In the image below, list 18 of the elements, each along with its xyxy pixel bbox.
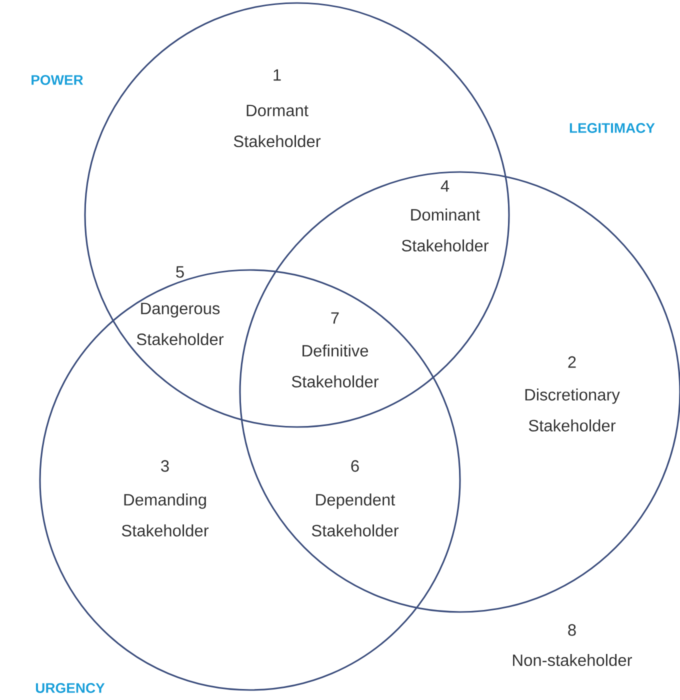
region-label: Dominant Stakeholder xyxy=(402,208,489,252)
region-number: 6 xyxy=(351,460,359,472)
circle-label: POWER xyxy=(32,75,84,85)
region-number: 3 xyxy=(161,460,169,472)
region-label: Demanding Stakeholder xyxy=(122,494,209,536)
region-label: Non-stakeholder xyxy=(513,654,632,666)
circle-label: LEGITIMACY xyxy=(570,123,655,133)
region-number: 4 xyxy=(440,180,450,192)
region-number: 1 xyxy=(274,69,281,81)
region-label: Discretionary Stakeholder xyxy=(525,388,620,432)
region-number: 5 xyxy=(176,266,184,278)
region-number: 2 xyxy=(568,356,576,368)
region-label: Dependent Stakeholder xyxy=(312,494,399,536)
region-number: 7 xyxy=(331,312,339,324)
region-label: Dangerous Stakeholder xyxy=(136,302,224,346)
region-label: Definitive Stakeholder xyxy=(292,344,379,388)
region-label: Dormant Stakeholder xyxy=(234,104,321,148)
circle-label: URGENCY xyxy=(36,683,105,693)
